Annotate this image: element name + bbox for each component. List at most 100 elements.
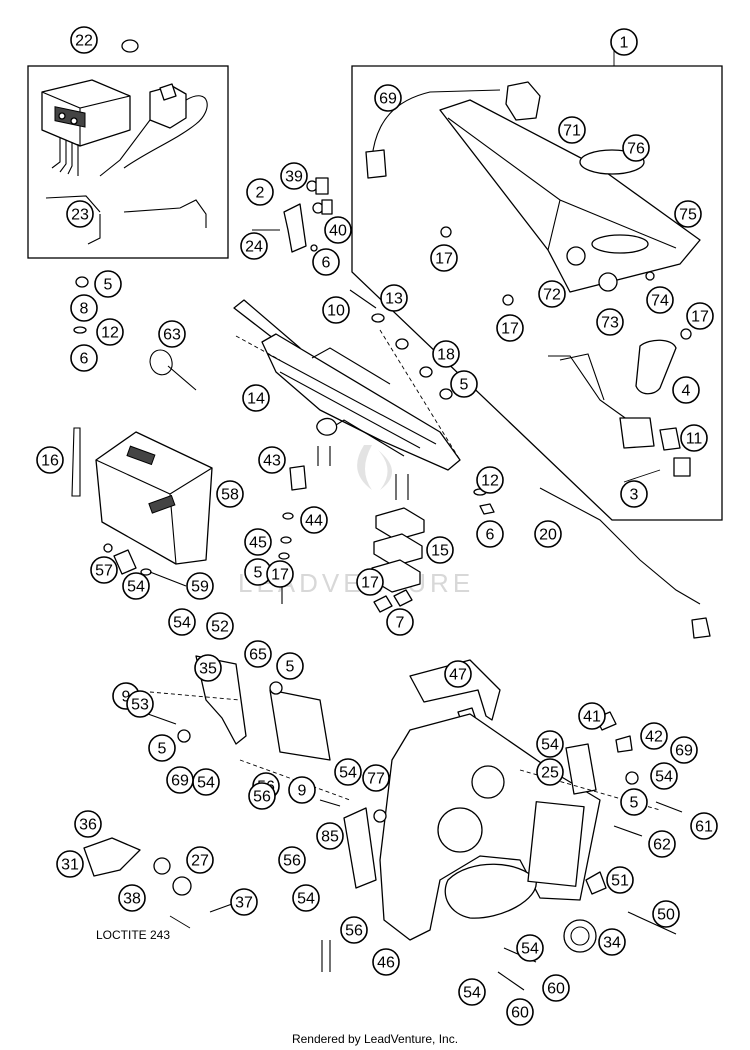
callout-56: 56 <box>278 846 306 874</box>
callout-34: 34 <box>598 928 626 956</box>
callout-label: 54 <box>541 737 559 754</box>
speedometer-kit <box>41 79 208 245</box>
callout-label: 73 <box>601 315 619 332</box>
callout-label: 9 <box>122 689 131 706</box>
callout-label: 12 <box>101 325 119 342</box>
callout-27: 27 <box>186 846 214 874</box>
callout-73: 73 <box>596 308 624 336</box>
callout-label: 63 <box>163 327 181 344</box>
callout-label: 37 <box>235 895 253 912</box>
callout-label: 69 <box>171 773 189 790</box>
callout-label: 17 <box>361 575 379 592</box>
callout-label: 60 <box>547 981 565 998</box>
callout-label: 36 <box>79 817 97 834</box>
callout-12: 12 <box>96 318 124 346</box>
callout-43: 43 <box>258 446 286 474</box>
callout-9: 9 <box>288 776 316 804</box>
callout-57: 57 <box>90 556 118 584</box>
callout-77: 77 <box>362 764 390 792</box>
callout-label: 54 <box>127 579 145 596</box>
seal-35-and-bolt-52 <box>497 871 677 991</box>
callout-54: 54 <box>536 730 564 758</box>
callout-label: 17 <box>271 567 289 584</box>
callout-label: 54 <box>521 941 539 958</box>
rack-fasteners <box>349 289 495 515</box>
callout-label: 47 <box>449 667 467 684</box>
callout-37: 37 <box>230 888 258 916</box>
callout-5: 5 <box>148 734 176 762</box>
rack-14 <box>233 299 461 500</box>
callout-22: 22 <box>70 26 98 54</box>
callout-label: 31 <box>61 857 79 874</box>
callout-label: 6 <box>80 351 89 368</box>
callout-10: 10 <box>322 296 350 324</box>
callout-69: 69 <box>670 736 698 764</box>
callout-label: 7 <box>396 615 405 632</box>
callout-label: 25 <box>541 765 559 782</box>
callout-41: 41 <box>578 702 606 730</box>
callout-54: 54 <box>292 884 320 912</box>
callout-label: 9 <box>298 783 307 800</box>
callout-label: 27 <box>191 853 209 870</box>
callout-7: 7 <box>386 608 414 636</box>
callout-17: 17 <box>266 560 294 588</box>
callout-12: 12 <box>476 466 504 494</box>
callout-label: 51 <box>611 873 629 890</box>
callout-label: 75 <box>679 207 697 224</box>
callout-20: 20 <box>534 520 562 548</box>
callout-54: 54 <box>516 934 544 962</box>
callout-label: 56 <box>283 853 301 870</box>
callout-56: 56 <box>340 916 368 944</box>
callout-3: 3 <box>620 480 648 508</box>
callout-54: 54 <box>192 768 220 796</box>
callout-65: 65 <box>244 640 272 668</box>
electronics-kit-box <box>27 65 229 259</box>
callout-label: 54 <box>339 765 357 782</box>
callout-56: 56 <box>248 782 276 810</box>
callout-47: 47 <box>444 660 472 688</box>
callout-label: 57 <box>95 563 113 580</box>
callout-label: 85 <box>321 829 339 846</box>
callout-85: 85 <box>316 822 344 850</box>
callout-label: 34 <box>603 935 621 952</box>
callout-16: 16 <box>36 446 64 474</box>
callout-6: 6 <box>70 344 98 372</box>
callout-76: 76 <box>622 134 650 162</box>
callout-54: 54 <box>122 572 150 600</box>
callout-label: 5 <box>158 741 167 758</box>
callout-46: 46 <box>372 948 400 976</box>
callout-label: 14 <box>247 391 265 408</box>
callout-54: 54 <box>334 758 362 786</box>
callout-label: 56 <box>345 923 363 940</box>
callout-label: 24 <box>245 239 263 256</box>
callout-13: 13 <box>380 284 408 312</box>
callout-label: 8 <box>80 301 89 318</box>
callout-1: 1 <box>610 28 638 56</box>
callout-label: 76 <box>627 141 645 158</box>
callout-58: 58 <box>216 480 244 508</box>
callout-54: 54 <box>650 762 678 790</box>
bracket-86 <box>319 799 387 889</box>
callout-5: 5 <box>94 270 122 298</box>
callout-11: 11 <box>680 424 708 452</box>
callout-label: 11 <box>686 431 703 448</box>
bracket-59 <box>71 427 213 587</box>
callout-label: 71 <box>563 123 581 140</box>
callout-52: 52 <box>206 612 234 640</box>
callout-24: 24 <box>240 232 268 260</box>
callout-label: 50 <box>657 907 675 924</box>
footer-credit: Rendered by LeadVenture, Inc. <box>291 1032 459 1046</box>
clamp-blocks-15 <box>278 465 425 613</box>
callout-label: 56 <box>253 789 271 806</box>
callout-4: 4 <box>672 376 700 404</box>
callout-5: 5 <box>450 370 478 398</box>
callout-label: 65 <box>249 647 267 664</box>
callout-label: 23 <box>71 207 89 224</box>
callout-label: 3 <box>630 487 639 504</box>
callout-label: 5 <box>630 795 639 812</box>
callout-63: 63 <box>158 320 186 348</box>
callout-69: 69 <box>166 766 194 794</box>
callout-35: 35 <box>194 654 222 682</box>
callout-label: 61 <box>695 819 713 836</box>
callout-label: 13 <box>385 291 403 308</box>
